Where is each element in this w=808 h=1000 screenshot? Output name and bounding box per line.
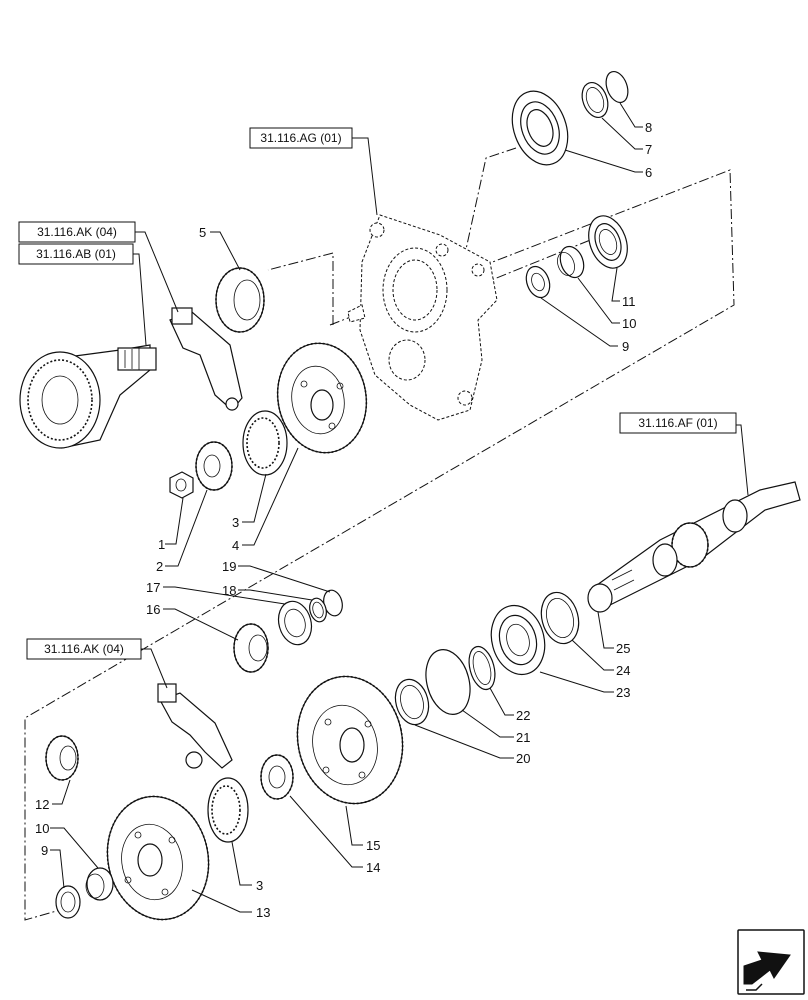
gear-12 — [45, 735, 79, 781]
bearing-23 — [490, 604, 546, 676]
gear-5 — [215, 267, 265, 333]
gear-16 — [233, 623, 269, 673]
callout-13: 13 — [256, 905, 270, 920]
callout-5: 5 — [199, 225, 206, 240]
callout-19: 19 — [222, 559, 236, 574]
callout-16: 16 — [146, 602, 160, 617]
bushing-10-bottom — [85, 867, 114, 901]
callout-11: 11 — [622, 294, 636, 309]
callout-6: 6 — [645, 165, 652, 180]
reference-box-ag[interactable]: 31.116.AG (01) — [249, 127, 353, 149]
callout-numbers: 1 2 3 4 5 6 7 8 9 10 11 12 13 14 15 16 1… — [35, 120, 652, 920]
callout-14: 14 — [366, 860, 380, 875]
callout-7: 7 — [645, 142, 652, 157]
gear-14 — [260, 754, 294, 800]
shift-fork-top — [169, 307, 243, 411]
snap-ring-8 — [605, 70, 629, 104]
callout-21: 21 — [516, 730, 530, 745]
ring-7 — [581, 81, 609, 119]
callout-12: 12 — [35, 797, 49, 812]
callout-1: 1 — [158, 537, 165, 552]
callout-23: 23 — [616, 685, 630, 700]
snap-ring-24 — [540, 591, 580, 645]
ring-gear-3-bottom — [207, 777, 249, 843]
reference-label: 31.116.AK (04) — [44, 642, 124, 656]
callout-25: 25 — [616, 641, 630, 656]
gear-13 — [106, 795, 210, 921]
callout-4: 4 — [232, 538, 239, 553]
callout-10-top: 10 — [622, 316, 636, 331]
gear-4 — [276, 342, 368, 454]
reference-box-ak-bottom[interactable]: 31.116.AK (04) — [26, 638, 142, 660]
callout-18: 18 — [222, 583, 236, 598]
bearing-17 — [277, 600, 313, 646]
callout-15: 15 — [366, 838, 380, 853]
clutch-drum — [19, 344, 157, 449]
ring-18 — [309, 597, 327, 623]
snap-ring-21 — [425, 649, 471, 715]
reference-label: 31.116.AB (01) — [36, 247, 116, 261]
reference-label: 31.116.AK (04) — [37, 225, 117, 239]
bearing-6 — [511, 90, 569, 166]
callout-17: 17 — [146, 580, 160, 595]
washer-9-bottom — [55, 885, 81, 919]
callout-10-bottom: 10 — [35, 821, 49, 836]
ring-gear-3-top — [242, 410, 288, 476]
arrow-icon[interactable] — [737, 929, 805, 995]
callout-24: 24 — [616, 663, 630, 678]
nut-1 — [169, 471, 194, 499]
callout-3-top: 3 — [232, 515, 239, 530]
callout-20: 20 — [516, 751, 530, 766]
gear-2 — [195, 441, 233, 491]
output-shaft — [587, 481, 801, 613]
callout-8: 8 — [645, 120, 652, 135]
reference-label: 31.116.AG (01) — [260, 131, 341, 145]
assembly-axis-lines — [24, 147, 735, 921]
reference-box-ak-top[interactable]: 31.116.AK (04) — [18, 221, 136, 243]
callout-9-bottom: 9 — [41, 843, 48, 858]
callout-2: 2 — [156, 559, 163, 574]
shift-fork-bottom — [157, 683, 233, 769]
callout-9-top: 9 — [622, 339, 629, 354]
ring-22 — [468, 645, 496, 691]
callout-22: 22 — [516, 708, 530, 723]
washer-9-top — [525, 265, 551, 299]
reference-box-af[interactable]: 31.116.AF (01) — [619, 412, 737, 434]
bearing-11 — [588, 215, 628, 269]
leader-lines — [50, 102, 749, 913]
transmission-housing — [347, 214, 498, 421]
gear-15 — [296, 675, 404, 805]
ring-20 — [394, 678, 430, 726]
callout-3-bottom: 3 — [256, 878, 263, 893]
reference-label: 31.116.AF (01) — [638, 416, 717, 430]
reference-box-ab[interactable]: 31.116.AB (01) — [18, 243, 134, 265]
bushing-10-top — [557, 245, 585, 279]
